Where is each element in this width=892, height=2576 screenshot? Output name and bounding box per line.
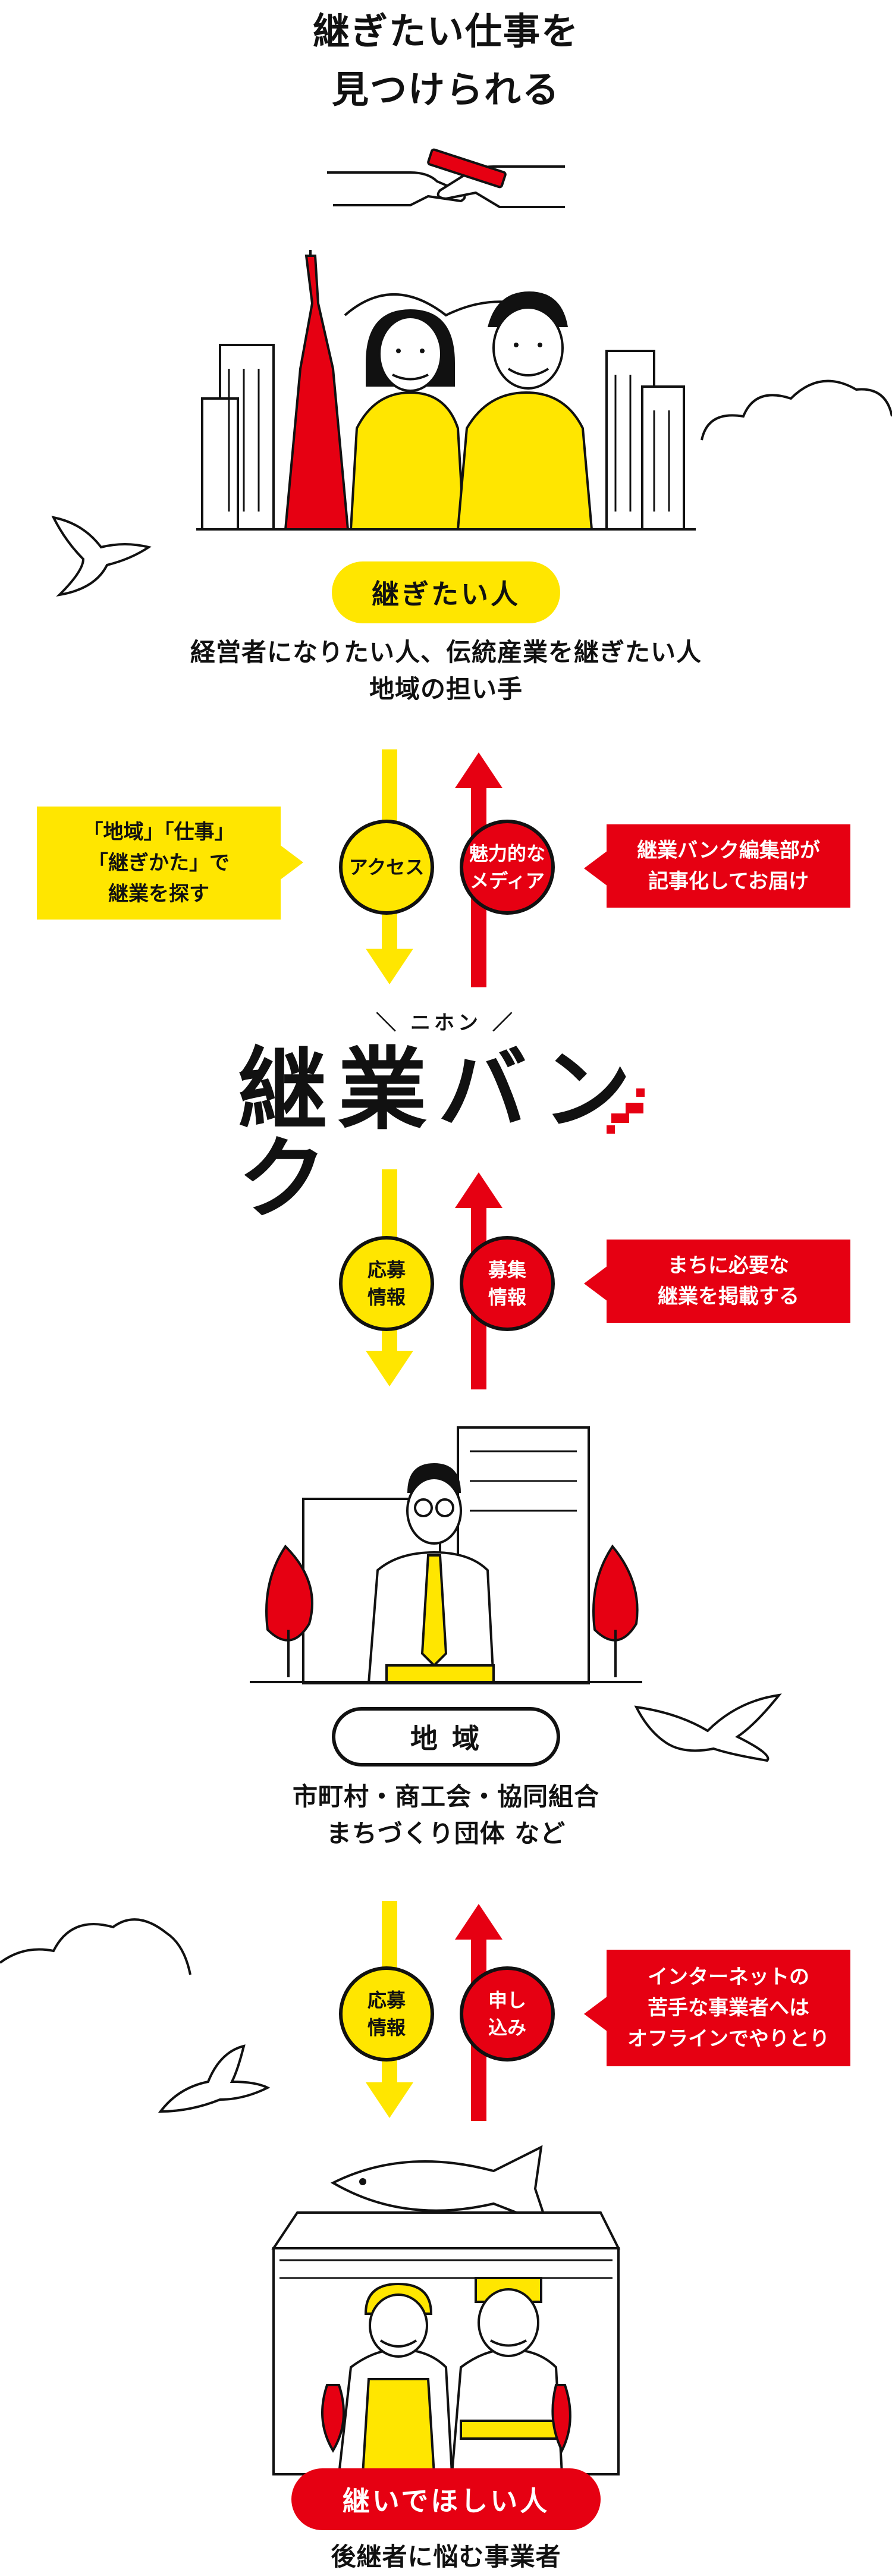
flow1-up-arrowhead: [455, 752, 502, 788]
successor-description-line-2: 地域の担い手: [369, 674, 523, 704]
flow3-application-info-circle: 応募情報: [339, 1966, 434, 2062]
region-description-line-1: 市町村・商工会・協同組合: [292, 1782, 599, 1811]
flow2-application-info-circle: 応募情報: [339, 1236, 434, 1331]
region-official-illustration: [250, 1426, 642, 1684]
flow1-right-pointer: [584, 851, 608, 886]
flow3-down-arrowhead: [366, 2082, 413, 2118]
flow3-up-arrowhead: [455, 1904, 502, 1940]
fishmonger-illustration: [271, 2145, 621, 2475]
flow3-offline-box: インターネットの 苦手な事業者へは オフラインでやりとり: [607, 1950, 850, 2066]
flow3-apply-circle: 申し込み: [460, 1966, 555, 2062]
flow2-listing-box: まちに必要な継業を掲載する: [607, 1240, 850, 1323]
successor-badge: 継ぎたい人: [332, 561, 560, 623]
flow2-recruitment-info-circle: 募集情報: [460, 1236, 555, 1331]
flow1-access-circle: アクセス: [339, 820, 434, 915]
japan-map-icon: [607, 1088, 645, 1134]
flow2-right-pointer: [584, 1266, 608, 1301]
successor-description-line-1: 経営者になりたい人、伝統産業を継ぎたい人: [190, 638, 702, 667]
flow3-right-pointer: [584, 1996, 608, 2032]
headline-line-2: 見つけられる: [331, 68, 560, 111]
bird-illustration: [158, 2044, 271, 2113]
business-owner-description: 後継者に悩む事業者: [331, 2542, 561, 2571]
region-description-line-2: まちづくり団体 など: [326, 1819, 566, 1848]
flow2-down-arrowhead: [366, 1351, 413, 1386]
bird-illustration: [634, 1693, 782, 1762]
region-badge: 地 域: [332, 1707, 560, 1767]
flow1-search-box: 「地域」「仕事」 「継ぎかた」で 継業を探す: [37, 807, 281, 920]
flow1-down-arrowhead: [366, 949, 413, 984]
cloud-decoration: [0, 1918, 191, 1975]
bird-illustration: [51, 516, 152, 597]
baton-handover-illustration: [327, 148, 565, 208]
region-description: 市町村・商工会・協同組合 まちづくり団体 など: [0, 1778, 892, 1852]
headline-line-1: 継ぎたい仕事を: [312, 10, 579, 53]
fish-sign-icon: [330, 2145, 549, 2227]
flow2-up-arrowhead: [455, 1172, 502, 1208]
cloud-decoration: [701, 379, 892, 441]
logo-wordmark: 継業バンク: [238, 1038, 642, 1231]
successor-description: 経営者になりたい人、伝統産業を継ぎたい人 地域の担い手: [0, 634, 892, 708]
flow1-editorial-box: 継業バンク編集部が記事化してお届け: [607, 824, 850, 908]
logo-tagline: ＼ ニホン ／: [376, 1011, 516, 1035]
flow1-media-circle: 魅力的なメディア: [460, 820, 555, 915]
young-successors-illustration: [196, 250, 696, 531]
flow1-left-pointer: [279, 845, 303, 880]
headline: 継ぎたい仕事を 見つけられる: [0, 2, 892, 119]
business-owner-badge: 継いでほしい人: [291, 2468, 601, 2530]
